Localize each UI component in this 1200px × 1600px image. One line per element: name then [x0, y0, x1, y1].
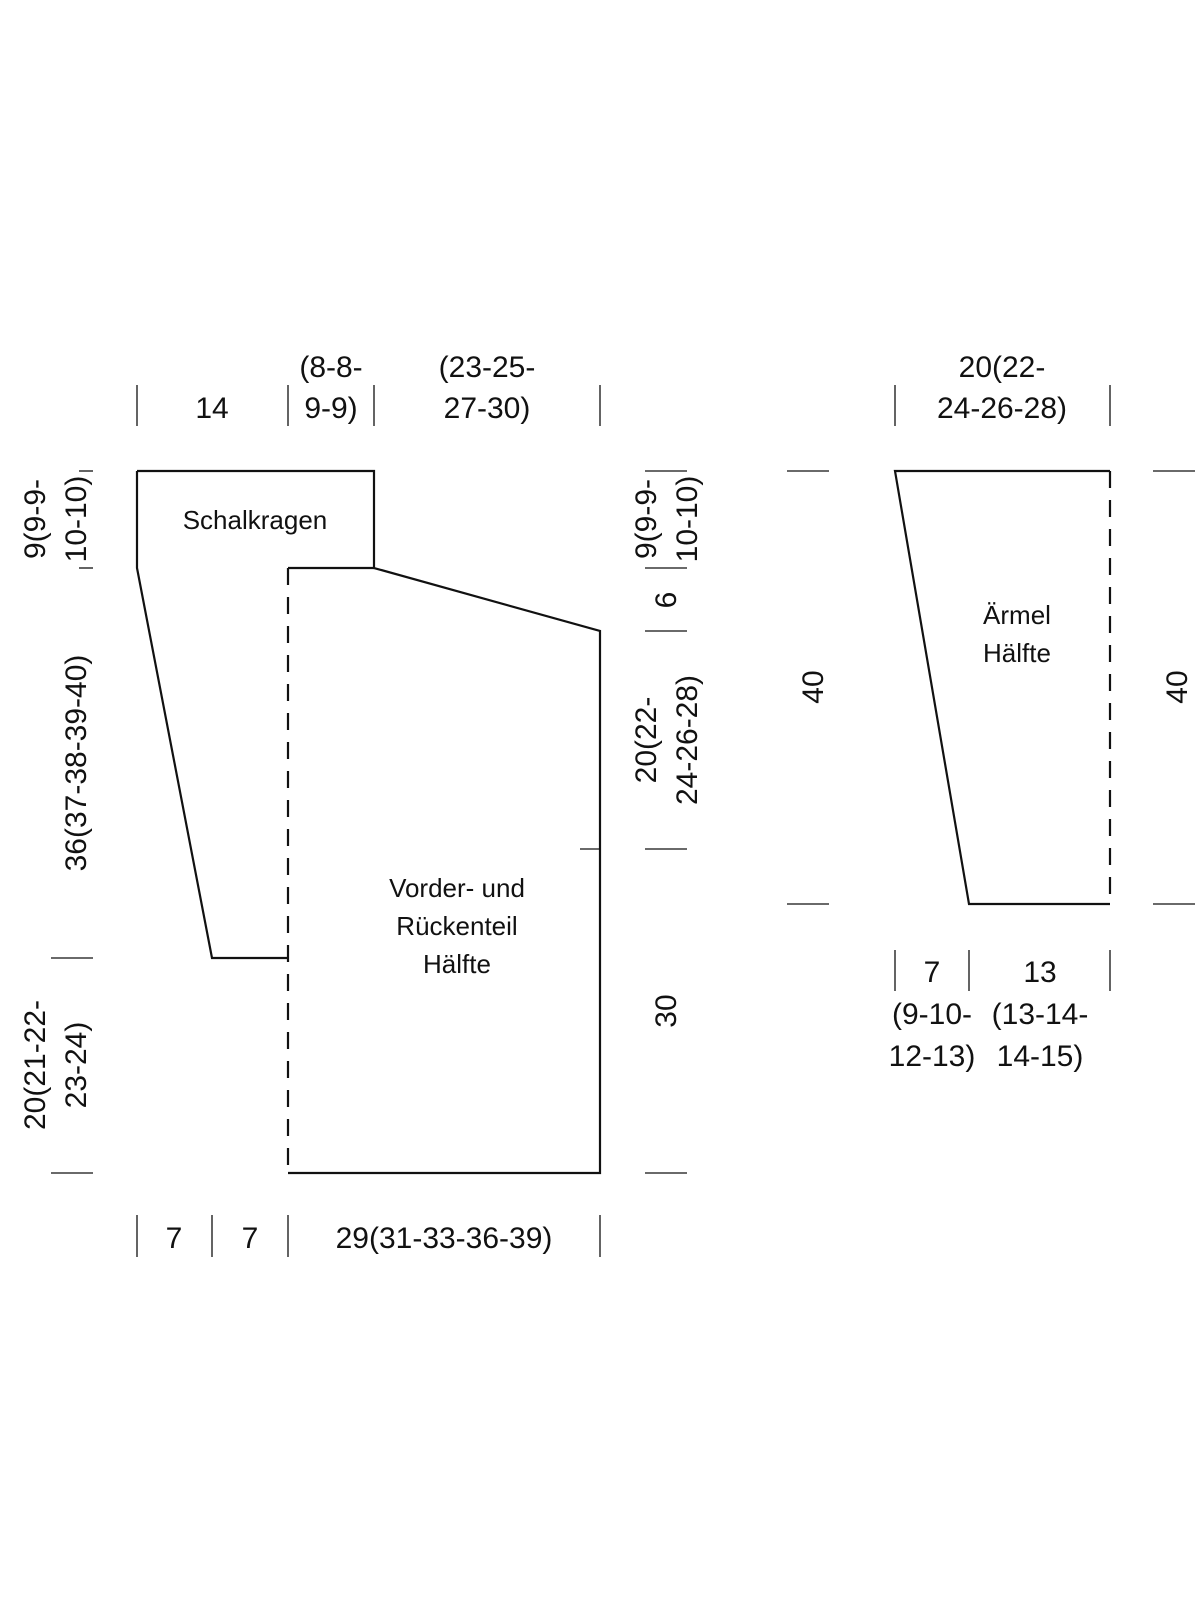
body-label-line2: Rückenteil: [396, 911, 517, 941]
sleeve-top-dim-line1: 20(22-: [959, 351, 1046, 384]
sleeve-bottom-dim-b-line2: (13-14-: [992, 998, 1089, 1031]
top-dim-b-line2: 9-9): [304, 392, 357, 425]
right-dim-a-line1: 9(9-9-: [630, 479, 663, 559]
sleeve-top-dimensions: 20(22- 24-26-28): [894, 351, 1111, 426]
body-left-dimensions: 9(9-9- 10-10) 36(37-38-39-40) 20(21-22- …: [19, 470, 93, 1174]
collar-outline: [135, 471, 288, 960]
collar-label: Schalkragen: [183, 505, 328, 535]
left-dim-b: 36(37-38-39-40): [60, 655, 93, 872]
sleeve-bottom-dim-a: 7: [924, 956, 941, 989]
sleeve-bottom-dimensions: 7 (9-10- 12-13) 13 (13-14- 14-15): [889, 950, 1111, 1073]
body-piece: Schalkragen Vorder- und Rückenteil Hälft…: [135, 469, 602, 1175]
left-dim-c-line1: 20(21-22-: [19, 1000, 52, 1130]
top-dim-a: 14: [195, 392, 228, 425]
sleeve-bottom-dim-a-line3: 12-13): [889, 1040, 976, 1073]
body-label-line3: Hälfte: [423, 949, 491, 979]
body-outline: [137, 469, 602, 1175]
sleeve-label-line1: Ärmel: [983, 600, 1051, 630]
sleeve-outline: [893, 469, 1110, 906]
body-right-dimensions: 9(9-9- 10-10) 6 20(22- 24-26-28) 30: [630, 470, 704, 1174]
sleeve-piece: Ärmel Hälfte: [893, 469, 1112, 906]
right-dim-a-line2: 10-10): [671, 476, 704, 563]
body-label-line1: Vorder- und: [389, 873, 525, 903]
sleeve-bottom-dim-b-line3: 14-15): [997, 1040, 1084, 1073]
sleeve-left-dim: 40: [797, 670, 830, 703]
top-dim-b-line1: (8-8-: [299, 351, 362, 384]
top-dim-c-line2: 27-30): [444, 392, 531, 425]
left-dim-c-line2: 23-24): [60, 1022, 93, 1109]
right-dim-c-line2: 24-26-28): [671, 675, 704, 805]
bottom-dim-c: 29(31-33-36-39): [336, 1222, 553, 1255]
left-dim-a-line2: 10-10): [60, 476, 93, 563]
bottom-dim-b: 7: [242, 1222, 259, 1255]
body-bottom-dimensions: 7 7 29(31-33-36-39): [136, 1215, 601, 1257]
left-dim-a-line1: 9(9-9-: [19, 479, 52, 559]
sleeve-label-line2: Hälfte: [983, 638, 1051, 668]
sleeve-bottom-dim-a-line2: (9-10-: [892, 998, 972, 1031]
sleeve-bottom-dim-b: 13: [1023, 956, 1056, 989]
sleeve-top-dim-line2: 24-26-28): [937, 392, 1067, 425]
bottom-dim-a: 7: [166, 1222, 183, 1255]
body-top-dimensions: 14 (8-8- 9-9) (23-25- 27-30): [136, 351, 601, 426]
sleeve-right-dim: 40: [1161, 670, 1194, 703]
sleeve-side-dimensions: 40 40: [787, 470, 1195, 905]
top-dim-c-line1: (23-25-: [439, 351, 536, 384]
right-dim-d: 30: [650, 994, 683, 1027]
right-dim-b: 6: [650, 592, 683, 609]
right-dim-c-line1: 20(22-: [630, 697, 663, 784]
